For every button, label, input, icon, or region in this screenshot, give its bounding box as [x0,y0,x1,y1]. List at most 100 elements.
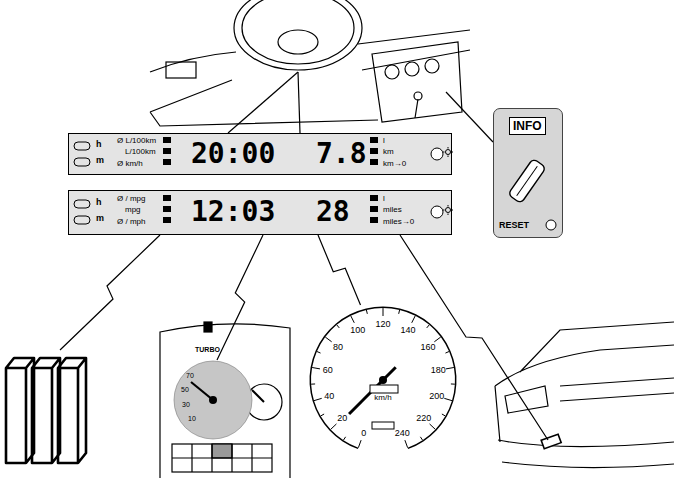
unit-label: Ø / mpg [117,195,145,203]
value-readout: 28 [316,198,350,226]
dial-tick [331,424,337,429]
warning-light-grid-lines [172,444,272,472]
console-dial [405,62,419,76]
trip-display-imperial: hmØ / mpgmpgØ / mph12:0328lmilesmiles→0 [68,190,452,235]
dial-tick [337,325,340,328]
button-label: m [96,156,104,165]
dial-tick [358,440,361,448]
indicator-mark [163,195,171,201]
battery-cell [6,358,34,463]
indicator-mark [163,206,171,212]
button-label: RESET [499,221,529,230]
hour-button [74,142,90,150]
speed-scale-number: 0 [361,428,366,437]
dashboard-outline [150,30,470,126]
gauge-face [174,361,252,439]
time-readout: 12:03 [191,198,275,226]
dial-tick [366,310,368,314]
dial-tick [445,351,449,353]
gauge-needle [191,382,213,400]
speed-scale-number: 220 [416,414,431,423]
bumper [498,440,674,468]
dial-tick [420,437,422,440]
speedometer: 020406080100120140160180200220240km/h [308,305,458,455]
indicator-mark [163,148,171,154]
minute-button [74,158,90,166]
air-vent [166,62,196,78]
speed-scale-number: 40 [324,392,334,401]
lightning-line [60,235,160,350]
unit-label: miles [383,206,402,214]
leader-line [228,72,298,133]
battery-pack [6,358,86,463]
sensor [541,434,561,449]
speed-scale-number: 20 [337,414,347,423]
dial-rim [310,306,457,449]
unit-label: Ø / mph [117,218,145,226]
fuel-gauge-outline [173,360,253,440]
gauge-scale-number: 50 [181,386,189,393]
reset-button [546,220,556,230]
unit-label: miles→0 [383,218,414,226]
button-label: h [96,140,102,149]
needle-hub [379,376,387,384]
button-label: INFO [509,117,546,135]
dial-tick [427,325,430,328]
fuel-gauge: TURBO70503010 [173,360,253,440]
total-odometer [372,422,394,429]
speed-scale-number: 200 [429,392,444,401]
unit-label: km→0 [383,160,406,168]
gauge-hub [209,396,217,404]
indicator-mark [370,137,378,143]
dial-tick [311,383,315,384]
indicator-mark [163,137,171,143]
indicator-mark [370,148,378,154]
knob-body [508,158,546,203]
fuel-pump-icon [204,322,212,332]
dial-tick [312,367,320,368]
center-console [372,42,462,122]
console-dial [385,65,399,79]
unit-label: km/h [374,394,391,402]
steering-wheel [234,0,362,70]
car-body [495,322,674,442]
indicator-mark [370,217,378,223]
sun-icon [446,150,451,155]
gear-lever [415,99,418,118]
dial-tick [442,414,445,416]
dial-tick [314,398,322,400]
dimmer-knob [431,148,443,160]
battery-cell [58,358,86,463]
speed-scale-number: 160 [420,342,435,351]
indicator-mark [370,195,378,201]
speed-scale-number: 80 [333,342,343,351]
indicator-mark [163,159,171,165]
trip-odometer [370,385,398,393]
lightning-line [400,235,548,440]
unit-label: km [383,148,394,156]
unit-label: Ø km/h [117,160,143,168]
dial-tick [444,398,452,400]
gauge-needle [252,390,264,402]
unit-label: mpg [125,206,141,214]
dial-tick [451,383,455,384]
steering-wheel-rim [242,0,354,64]
dial-tick [412,316,416,323]
dial-tick [317,351,321,353]
info-control-panel: INFO RESET [493,108,563,238]
value-readout: 7.8 [316,140,367,168]
gear-knob [414,92,422,100]
dial-tick [398,310,400,314]
dimmer-knob [431,206,443,218]
dial-face [310,306,457,449]
dial-tick [325,337,331,342]
grille [560,378,674,401]
dial-tick [430,424,436,429]
gauge-scale-number: 30 [182,401,190,408]
speed-scale-number: 180 [431,366,446,375]
dial-tick [383,308,384,316]
trip-display-metric: hmØ L/100kmL/100kmØ km/h20:007.8lkmkm→0 [68,133,452,175]
